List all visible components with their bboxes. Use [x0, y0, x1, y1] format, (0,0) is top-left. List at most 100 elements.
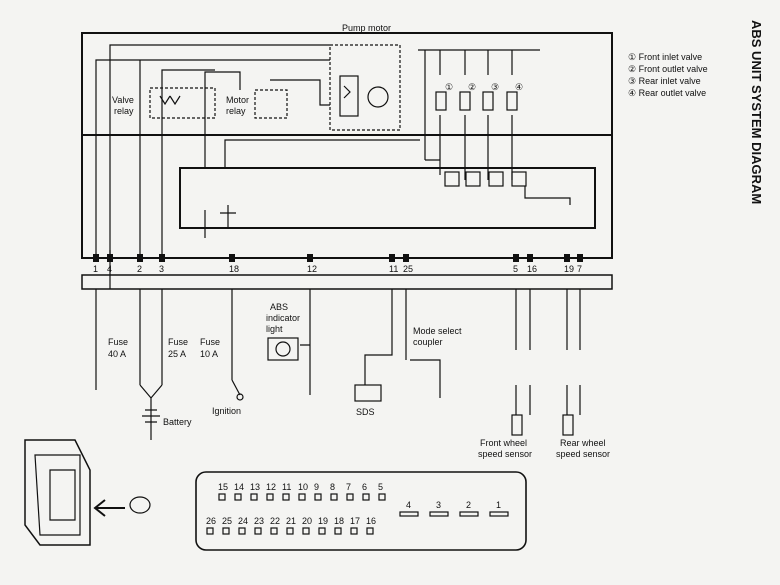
valve-2-marker: ② [468, 82, 476, 92]
legend-item-1: ① Front inlet valve [628, 52, 702, 62]
fuse-10-label-1: Fuse [200, 337, 220, 347]
fuse-25-label-2: 25 A [168, 349, 186, 359]
relay-diode-icon [159, 95, 181, 106]
terminal-5 [513, 254, 519, 262]
pin-label-26: 26 [206, 516, 216, 526]
abs-unit-connector-photo [24, 439, 91, 546]
abs-light-label-2: indicator [266, 313, 300, 323]
legend-item-3: ③ Rear inlet valve [628, 76, 701, 86]
pin-label-15: 15 [218, 482, 228, 492]
motor-relay-label-1: Motor [226, 95, 249, 105]
front-sensor-icon [511, 414, 523, 436]
pin-label-20: 20 [302, 516, 312, 526]
pin-label-18: 18 [334, 516, 344, 526]
terminal-label-1: 1 [93, 264, 98, 274]
pin-label-7: 7 [346, 482, 351, 492]
pin-label-big-2: 2 [466, 500, 471, 510]
front-sensor-label-2: speed sensor [478, 449, 532, 459]
valve-drivers [444, 171, 527, 187]
abs-light-icon [267, 337, 299, 361]
motor-relay-label-2: relay [226, 106, 246, 116]
pin-label-13: 13 [250, 482, 260, 492]
sds-box [354, 384, 382, 402]
terminal-label-3: 3 [159, 264, 164, 274]
pin-11 [282, 493, 290, 501]
connector-pinout [195, 471, 527, 551]
big-pin-1 [489, 511, 509, 517]
terminal-label-18: 18 [229, 264, 239, 274]
big-pin-4 [399, 511, 419, 517]
motor-icon [367, 86, 389, 108]
pin-label-19: 19 [318, 516, 328, 526]
pin-label-25: 25 [222, 516, 232, 526]
ecu-box [179, 167, 596, 229]
pin-label-8: 8 [330, 482, 335, 492]
terminal-2 [137, 254, 143, 262]
valve-relay-box [149, 87, 216, 119]
pin-label-5: 5 [378, 482, 383, 492]
mode-select-label-2: coupler [413, 337, 443, 347]
terminal-label-2: 2 [137, 264, 142, 274]
ignition-label: Ignition [212, 406, 241, 416]
pin-label-12: 12 [266, 482, 276, 492]
pin-label-9: 9 [314, 482, 319, 492]
mode-select-label-1: Mode select [413, 326, 462, 336]
pin-label-22: 22 [270, 516, 280, 526]
pin-25 [222, 527, 230, 535]
terminal-1 [93, 254, 99, 262]
pin-label-11: 11 [282, 482, 291, 492]
pump-motor-label: Pump motor [342, 23, 391, 33]
page-title: ABS UNIT SYSTEM DIAGRAM [749, 20, 764, 204]
pin-label-21: 21 [286, 516, 296, 526]
sds-label: SDS [356, 407, 375, 417]
fuse-10-label-2: 10 A [200, 349, 218, 359]
valve-relay-label-1: Valve [112, 95, 134, 105]
pin-7 [346, 493, 354, 501]
valve-3-marker: ③ [491, 82, 499, 92]
rear-sensor-label-2: speed sensor [556, 449, 610, 459]
pin-label-big-3: 3 [436, 500, 441, 510]
terminal-label-5: 5 [513, 264, 518, 274]
motor-relay-box [254, 89, 288, 119]
terminal-label-19: 19 [564, 264, 574, 274]
pin-20 [302, 527, 310, 535]
pin-12 [266, 493, 274, 501]
terminal-12 [307, 254, 313, 262]
pump-motor-box [329, 44, 401, 131]
pin-19 [318, 527, 326, 535]
arrow-icon [93, 499, 125, 517]
valve-1-marker: ① [445, 82, 453, 92]
fuse-40-label-1: Fuse [108, 337, 128, 347]
pin-21 [286, 527, 294, 535]
abs-light-label-1: ABS [270, 302, 288, 312]
valve-relay-label-2: relay [114, 106, 134, 116]
terminal-label-25: 25 [403, 264, 413, 274]
terminal-label-16: 16 [527, 264, 537, 274]
pin-16 [366, 527, 374, 535]
pin-18 [334, 527, 342, 535]
legend-item-2: ② Front outlet valve [628, 64, 708, 74]
pin-24 [238, 527, 246, 535]
battery-label: Battery [163, 417, 192, 427]
pin-5 [378, 493, 386, 501]
front-sensor-label-1: Front wheel [480, 438, 527, 448]
pin-22 [270, 527, 278, 535]
big-pin-3 [429, 511, 449, 517]
rear-sensor-icon [562, 414, 574, 436]
abs-light-label-3: light [266, 324, 283, 334]
pin-label-14: 14 [234, 482, 244, 492]
pin-13 [250, 493, 258, 501]
fuse-40-label-2: 40 A [108, 349, 126, 359]
pin-label-23: 23 [254, 516, 264, 526]
terminal-label-7: 7 [577, 264, 582, 274]
pin-label-6: 6 [362, 482, 367, 492]
pin-label-16: 16 [366, 516, 376, 526]
pin-label-24: 24 [238, 516, 248, 526]
pin-14 [234, 493, 242, 501]
terminal-label-11: 11 [389, 264, 398, 274]
pin-label-big-1: 1 [496, 500, 501, 510]
battery-icon [142, 409, 160, 423]
pin-26 [206, 527, 214, 535]
